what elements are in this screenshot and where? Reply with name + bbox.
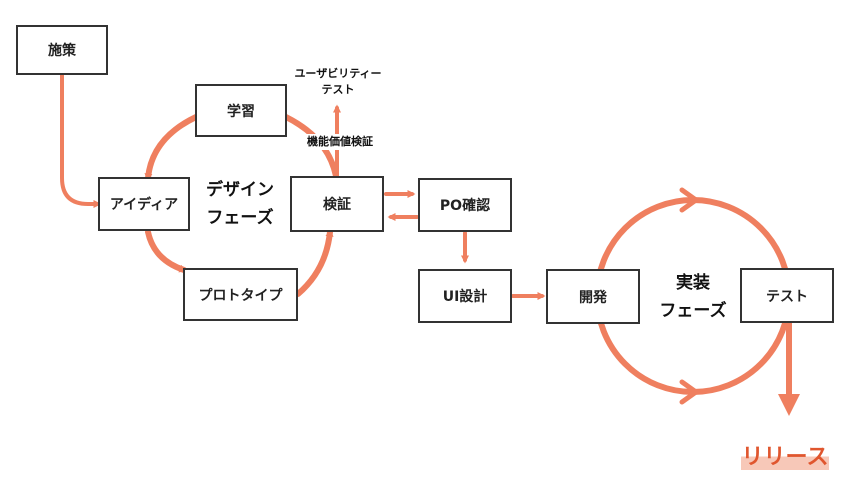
box-idea-label: アイディア (109, 197, 179, 213)
implementation-phase-line2: フェーズ (659, 301, 727, 321)
box-test: テスト (740, 268, 834, 323)
box-learning-label: 学習 (227, 103, 255, 120)
box-learning: 学習 (195, 84, 287, 137)
box-idea: アイディア (98, 177, 190, 231)
box-po-check-label: PO確認 (439, 198, 491, 214)
release-label: リリース (741, 440, 829, 470)
box-ui-design-label: UI設計 (442, 289, 488, 305)
ring-chevron-bottom (679, 379, 699, 405)
release-text: リリース (741, 445, 829, 470)
arrow-policy-to-idea (60, 73, 102, 208)
design-phase-line2: フェーズ (206, 208, 274, 228)
usability-test-label: ユーザビリティー テスト (282, 66, 394, 98)
arc-prototype-to-verification (295, 228, 334, 297)
box-prototype-label: プロトタイプ (198, 287, 283, 304)
design-phase-label: デザイン フェーズ (198, 176, 282, 232)
box-prototype: プロトタイプ (183, 268, 298, 321)
box-verification: 検証 (290, 176, 384, 232)
box-policy-label: 施策 (48, 43, 76, 59)
implementation-phase-label: 実装 フェーズ (648, 269, 738, 325)
box-policy: 施策 (16, 25, 108, 75)
box-ui-design: UI設計 (418, 269, 512, 323)
box-verification-label: 検証 (323, 197, 351, 213)
ring-chevron-top (679, 187, 699, 213)
value-verification-label: 機能価値検証 (292, 134, 388, 150)
box-development: 開発 (546, 269, 640, 324)
box-development-label: 開発 (579, 289, 607, 306)
design-phase-line1: デザイン (206, 180, 274, 200)
box-test-label: テスト (766, 288, 808, 305)
usability-test-line2: テスト (321, 83, 355, 96)
usability-test-line1: ユーザビリティー (294, 67, 382, 80)
implementation-phase-line1: 実装 (676, 273, 710, 293)
arc-learning-to-idea (144, 114, 199, 182)
value-verification-text: 機能価値検証 (307, 135, 373, 148)
box-po-check: PO確認 (418, 178, 512, 232)
arc-idea-to-prototype (145, 229, 188, 273)
